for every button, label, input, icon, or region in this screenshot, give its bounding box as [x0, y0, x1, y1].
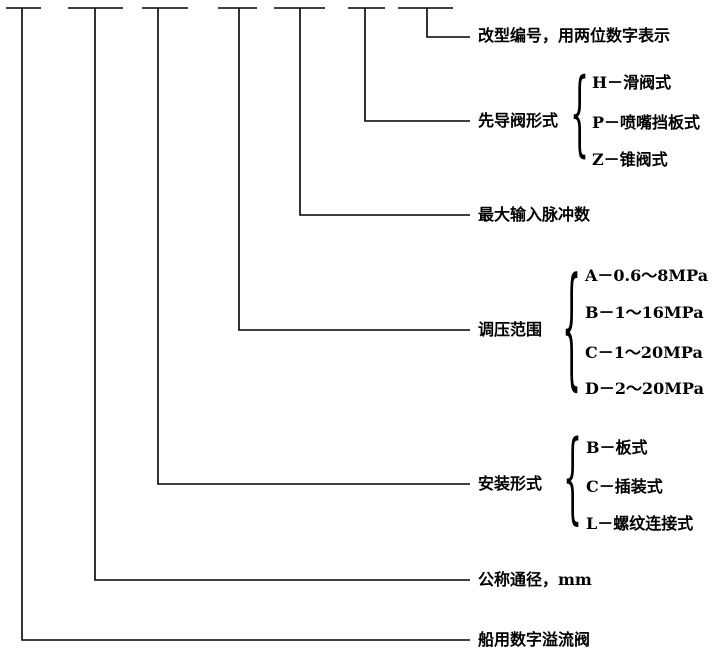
leader-product	[21, 8, 470, 641]
label-pressure-range: 调压范围	[478, 320, 543, 339]
leader-pressure-range	[238, 8, 470, 331]
mounting-option: B－板式	[586, 438, 648, 457]
leader-max-pulse	[299, 8, 470, 216]
brace-pilot-valve: {	[570, 60, 590, 170]
pressure-option: C－1～20MPa	[585, 343, 703, 362]
mounting-option: C－插装式	[586, 477, 663, 496]
pilot-option: H－滑阀式	[592, 73, 672, 92]
leader-modification	[426, 8, 470, 38]
label-mounting: 安装形式	[478, 474, 543, 493]
label-pilot-valve: 先导阀形式	[478, 111, 559, 130]
brace-mounting: {	[563, 422, 583, 538]
label-nominal-size: 公称通径，mm	[478, 570, 592, 589]
label-modification: 改型编号，用两位数字表示	[478, 26, 671, 45]
label-max-pulse: 最大输入脉冲数	[478, 205, 591, 224]
brace-pressure-range: {	[562, 252, 582, 407]
mounting-option: L－螺纹连接式	[586, 514, 694, 533]
leader-nominal-size	[94, 8, 470, 581]
pressure-option: A－0.6～8MPa	[585, 266, 709, 285]
leader-pilot-valve	[364, 8, 470, 122]
leader-mounting	[157, 8, 470, 485]
pressure-option: B－1～16MPa	[585, 303, 704, 322]
pilot-option: P－喷嘴挡板式	[592, 113, 701, 132]
label-product: 船用数字溢流阀	[478, 630, 591, 649]
pilot-option: Z－锥阀式	[592, 150, 668, 169]
pressure-option: D－2～20MPa	[585, 379, 704, 398]
